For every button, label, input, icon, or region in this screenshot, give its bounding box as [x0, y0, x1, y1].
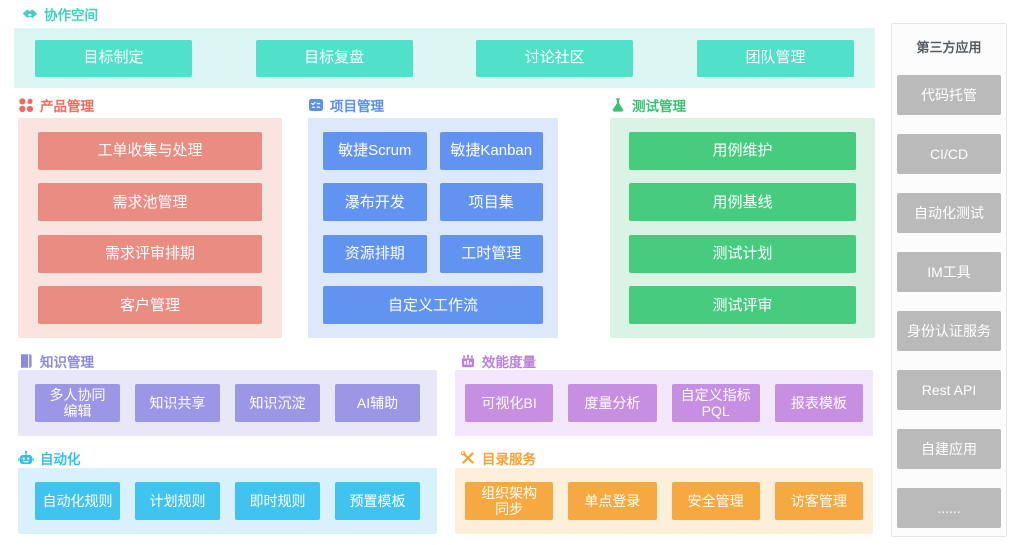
thirdparty-button[interactable]: 自建应用: [897, 429, 1001, 469]
project-button[interactable]: 项目集: [439, 183, 543, 222]
thirdparty-button[interactable]: Rest API: [897, 370, 1001, 410]
collab-section-title: 协作空间: [22, 5, 98, 23]
metrics-panel: 可视化BI 度量分析 自定义指标 PQL 报表模板: [455, 370, 873, 436]
product-button[interactable]: 客户管理: [38, 286, 262, 325]
test-button[interactable]: 用例维护: [629, 131, 856, 170]
product-section-title: 产品管理: [18, 96, 94, 114]
robot-icon: [18, 450, 34, 466]
section-label: 测试管理: [632, 98, 686, 114]
knowledge-section-title: 知识管理: [18, 352, 94, 370]
product-button[interactable]: 工单收集与处理: [38, 131, 262, 170]
bar-chart-icon: [460, 353, 476, 369]
collab-button[interactable]: 团队管理: [696, 39, 854, 77]
project-button[interactable]: 敏捷Kanban: [439, 131, 543, 170]
section-label: 目录服务: [482, 451, 536, 467]
section-label: 自动化: [40, 451, 81, 467]
knowledge-button[interactable]: 多人协同 编辑: [35, 384, 120, 422]
directory-button[interactable]: 组织架构 同步: [465, 482, 554, 520]
knowledge-button[interactable]: 知识共享: [135, 384, 220, 422]
thirdparty-button[interactable]: IM工具: [897, 252, 1001, 292]
project-button[interactable]: 瀑布开发: [323, 183, 427, 222]
project-button[interactable]: 工时管理: [439, 234, 543, 273]
product-button[interactable]: 需求评审排期: [38, 234, 262, 273]
thirdparty-button[interactable]: CI/CD: [897, 134, 1001, 174]
thirdparty-button[interactable]: 代码托管: [897, 75, 1001, 115]
product-button[interactable]: 需求池管理: [38, 183, 262, 222]
task-board-icon: [308, 97, 324, 113]
directory-section-title: 目录服务: [460, 449, 536, 467]
thirdparty-sidebar: 第三方应用 代码托管 CI/CD 自动化测试 IM工具 身份认证服务 Rest …: [891, 23, 1007, 537]
automation-button[interactable]: 预置模板: [335, 482, 420, 520]
section-label: 产品管理: [40, 98, 94, 114]
collab-button[interactable]: 讨论社区: [476, 39, 634, 77]
directory-panel: 组织架构 同步 单点登录 安全管理 访客管理: [455, 468, 873, 534]
collab-panel: 目标制定 目标复盘 讨论社区 团队管理: [14, 28, 875, 88]
metrics-button[interactable]: 可视化BI: [465, 384, 554, 422]
project-button[interactable]: 敏捷Scrum: [323, 131, 427, 170]
automation-button[interactable]: 自动化规则: [35, 482, 120, 520]
project-panel: 敏捷Scrum 敏捷Kanban 瀑布开发 项目集 资源排期 工时管理 自定义工…: [308, 118, 558, 338]
test-button[interactable]: 用例基线: [629, 183, 856, 222]
project-button[interactable]: 自定义工作流: [323, 286, 543, 325]
collab-button[interactable]: 目标制定: [35, 39, 192, 77]
test-button[interactable]: 测试评审: [629, 286, 856, 325]
thirdparty-title: 第三方应用: [916, 40, 982, 55]
directory-button[interactable]: 单点登录: [568, 482, 657, 520]
test-panel: 用例维护 用例基线 测试计划 测试评审: [610, 118, 875, 338]
thirdparty-button[interactable]: 自动化测试: [897, 193, 1001, 233]
project-button[interactable]: 资源排期: [323, 234, 427, 273]
thirdparty-button[interactable]: 身份认证服务: [897, 311, 1001, 351]
automation-button[interactable]: 计划规则: [135, 482, 220, 520]
automation-panel: 自动化规则 计划规则 即时规则 预置模板: [18, 468, 437, 534]
metrics-button[interactable]: 度量分析: [568, 384, 657, 422]
metrics-button[interactable]: 报表模板: [774, 384, 863, 422]
section-label: 知识管理: [40, 354, 94, 370]
project-section-title: 项目管理: [308, 96, 384, 114]
knowledge-button[interactable]: 知识沉淀: [235, 384, 320, 422]
directory-button[interactable]: 访客管理: [774, 482, 863, 520]
automation-section-title: 自动化: [18, 449, 81, 467]
thirdparty-button[interactable]: ......: [897, 488, 1001, 528]
test-button[interactable]: 测试计划: [629, 234, 856, 273]
grid-dots-icon: [18, 97, 34, 113]
section-label: 项目管理: [330, 98, 384, 114]
tools-icon: [460, 450, 476, 466]
metrics-button[interactable]: 自定义指标 PQL: [671, 384, 760, 422]
section-label: 效能度量: [482, 354, 536, 370]
metrics-section-title: 效能度量: [460, 352, 536, 370]
book-icon: [18, 353, 34, 369]
collab-button[interactable]: 目标复盘: [255, 39, 413, 77]
section-label: 协作空间: [44, 7, 98, 23]
test-section-title: 测试管理: [610, 96, 686, 114]
knowledge-panel: 多人协同 编辑 知识共享 知识沉淀 AI辅助: [18, 370, 437, 436]
product-panel: 工单收集与处理 需求池管理 需求评审排期 客户管理: [18, 118, 282, 338]
automation-button[interactable]: 即时规则: [235, 482, 320, 520]
handshake-icon: [22, 6, 38, 22]
knowledge-button[interactable]: AI辅助: [335, 384, 420, 422]
directory-button[interactable]: 安全管理: [671, 482, 760, 520]
flask-icon: [610, 97, 626, 113]
